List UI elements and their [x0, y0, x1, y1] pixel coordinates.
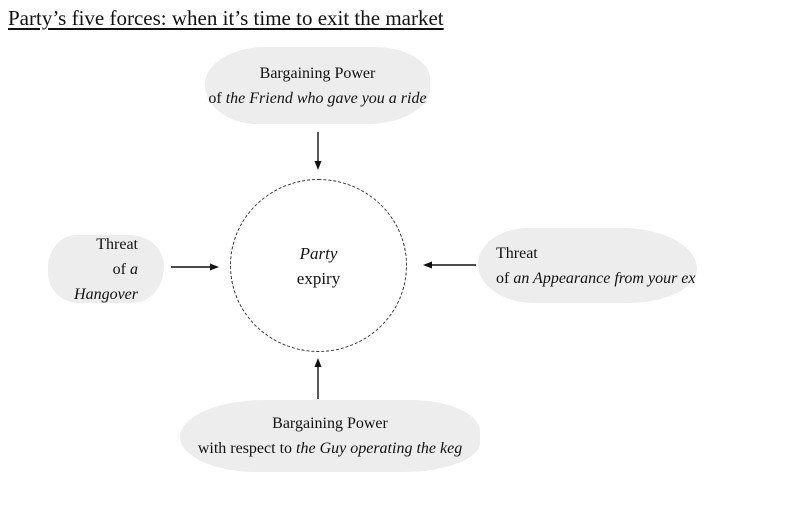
center-line2: expiry [296, 268, 341, 288]
force-right-line2-prefix: of [496, 269, 514, 287]
force-left-line2: of a Hangover [48, 257, 138, 307]
force-top-line2-italic: the Friend who gave you a ride [225, 89, 427, 107]
force-bottom-line2-prefix: with respect to [197, 440, 297, 457]
force-blob-bottom: Bargaining Power with respect to the Guy… [180, 400, 480, 472]
force-top-line2: of the Friend who gave you a ride [205, 86, 430, 111]
force-bottom-line2: with respect to the Guy operating the ke… [180, 436, 480, 461]
force-top-line1: Bargaining Power [259, 64, 376, 82]
force-left-line2-italic: a Hangover [74, 260, 138, 303]
center-line1: Party [300, 241, 338, 266]
force-blob-left: Threat of a Hangover [48, 235, 164, 303]
force-right-line1: Threat [496, 244, 538, 262]
force-right-line2-italic: an Appearance from your ex [513, 269, 696, 287]
center-circle: Party expiry [230, 179, 407, 352]
force-blob-top: Bargaining Power of the Friend who gave … [205, 47, 430, 124]
force-bottom-line1: Bargaining Power [272, 415, 388, 432]
force-left-line1: Threat [96, 235, 138, 253]
force-right-line2: of an Appearance from your ex [496, 266, 697, 291]
diagram-title: Party’s five forces: when it’s time to e… [8, 6, 444, 30]
force-bottom-line2-italic: the Guy operating the keg [296, 440, 463, 457]
force-blob-right: Threat of an Appearance from your ex [478, 228, 697, 303]
force-top-line2-prefix: of [208, 89, 226, 107]
center-line1-italic: Party [299, 243, 338, 263]
force-left-line2-prefix: of [112, 260, 130, 278]
